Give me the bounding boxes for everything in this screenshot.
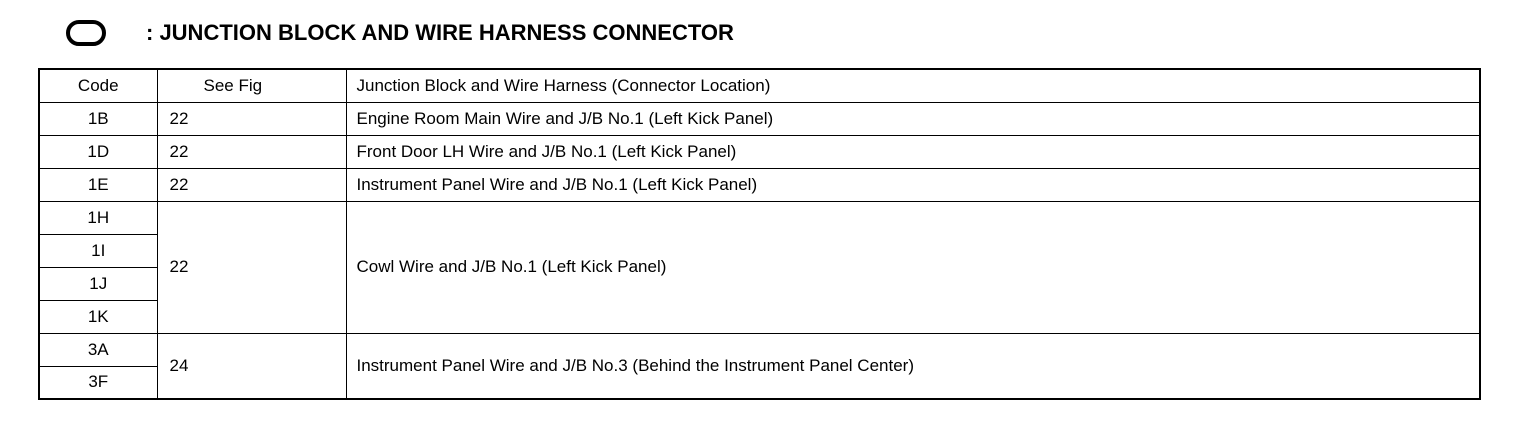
table-row: 1H 22 Cowl Wire and J/B No.1 (Left Kick … bbox=[38, 200, 1481, 334]
code-cell: 3A bbox=[38, 332, 158, 367]
table-header-row: Code See Fig Junction Block and Wire Har… bbox=[38, 68, 1481, 103]
code-cell: 1I bbox=[38, 233, 158, 268]
location-cell: Front Door LH Wire and J/B No.1 (Left Ki… bbox=[345, 134, 1481, 169]
table-row: 1D 22 Front Door LH Wire and J/B No.1 (L… bbox=[38, 134, 1481, 169]
rounded-rectangle-connector-icon bbox=[66, 20, 106, 46]
see-fig-cell: 22 bbox=[156, 200, 347, 334]
location-cell: Engine Room Main Wire and J/B No.1 (Left… bbox=[345, 101, 1481, 136]
legend-header: : JUNCTION BLOCK AND WIRE HARNESS CONNEC… bbox=[66, 16, 734, 50]
table-row: 3A 24 Instrument Panel Wire and J/B No.3… bbox=[38, 332, 1481, 400]
code-cell: 1E bbox=[38, 167, 158, 202]
code-cell: 1K bbox=[38, 299, 158, 334]
table-row: 1B 22 Engine Room Main Wire and J/B No.1… bbox=[38, 101, 1481, 136]
code-cell: 3F bbox=[38, 365, 158, 400]
location-cell: Cowl Wire and J/B No.1 (Left Kick Panel) bbox=[345, 200, 1481, 334]
column-header-see-fig: See Fig bbox=[156, 68, 347, 103]
see-fig-cell: 22 bbox=[156, 134, 347, 169]
see-fig-cell: 24 bbox=[156, 332, 347, 400]
see-fig-cell: 22 bbox=[156, 167, 347, 202]
junction-block-table: Code See Fig Junction Block and Wire Har… bbox=[38, 68, 1481, 400]
column-header-location: Junction Block and Wire Harness (Connect… bbox=[345, 68, 1481, 103]
table-row: 1I bbox=[38, 233, 1480, 268]
legend-title: : JUNCTION BLOCK AND WIRE HARNESS CONNEC… bbox=[146, 20, 734, 45]
location-cell: Instrument Panel Wire and J/B No.1 (Left… bbox=[345, 167, 1481, 202]
column-header-code: Code bbox=[38, 68, 158, 103]
code-cell: 1B bbox=[38, 101, 158, 136]
see-fig-cell: 22 bbox=[156, 101, 347, 136]
location-cell: Instrument Panel Wire and J/B No.3 (Behi… bbox=[345, 332, 1481, 400]
table-row: 1J bbox=[38, 266, 1480, 301]
code-cell: 1J bbox=[38, 266, 158, 301]
code-cell: 1D bbox=[38, 134, 158, 169]
table-row: 3F bbox=[38, 365, 1480, 400]
code-cell: 1H bbox=[38, 200, 158, 235]
table-row: 1E 22 Instrument Panel Wire and J/B No.1… bbox=[38, 167, 1481, 202]
